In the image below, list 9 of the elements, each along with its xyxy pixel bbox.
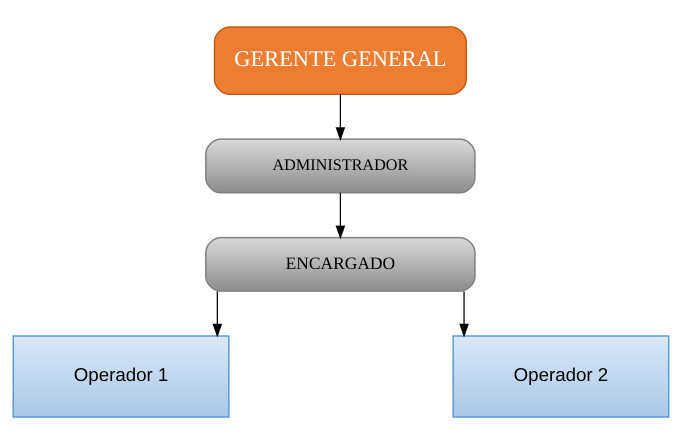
node-box: GERENTE GENERAL [214, 26, 467, 95]
node-box: ADMINISTRADOR [205, 138, 476, 193]
node-box: ENCARGADO [205, 236, 476, 292]
node-box: Operador 2 [452, 334, 670, 418]
arrow [212, 291, 222, 337]
node-box: Operador 1 [12, 334, 230, 418]
arrow [336, 192, 346, 239]
arrow [336, 94, 346, 140]
arrow [459, 291, 469, 337]
